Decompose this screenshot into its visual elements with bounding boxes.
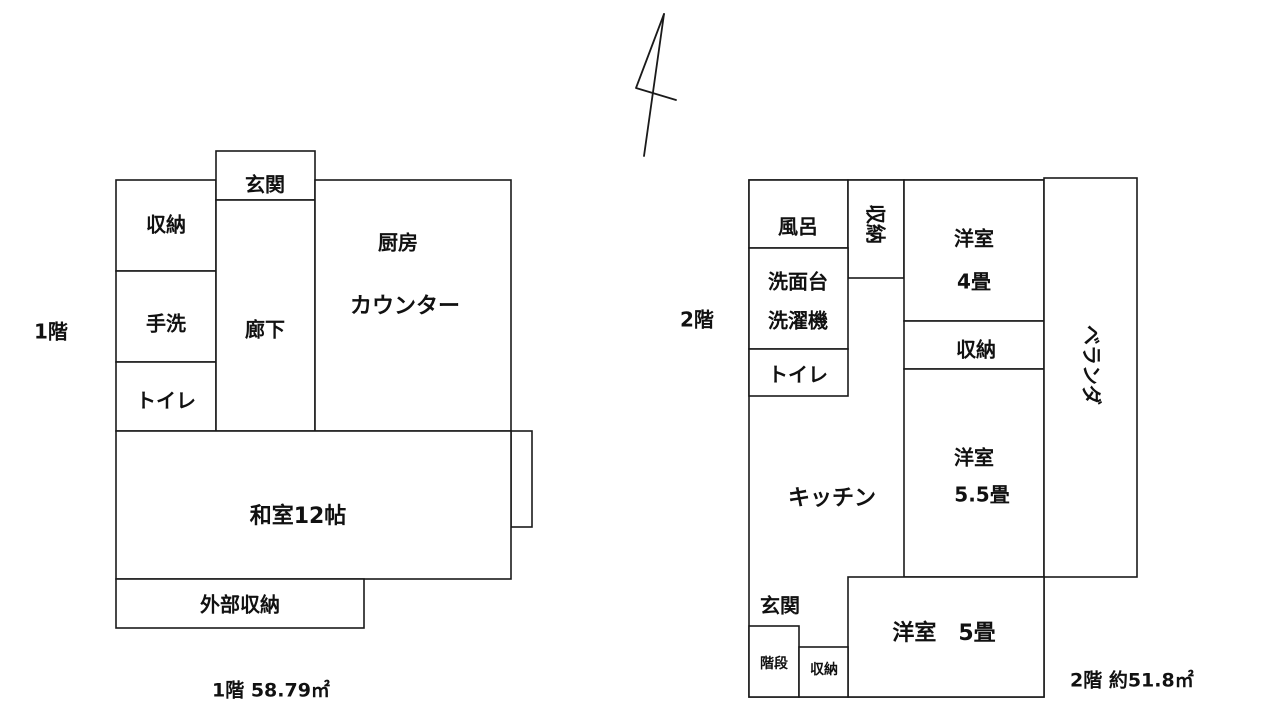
floor-2-label: 2階: [680, 308, 714, 332]
counter-label: カウンター: [350, 294, 460, 319]
floor-1-plan: 1階 収納 手洗 トイレ 玄関 廊下 厨房 カウンター 和室12帖 外部収納 1…: [34, 150, 533, 702]
room-western-5-label: 洋室 5畳: [892, 620, 995, 646]
room-bath-label: 風呂: [778, 215, 818, 239]
room-storage-middle: [903, 320, 1045, 370]
room-outdoor-storage-label: 外部収納: [200, 593, 280, 617]
alcove: [510, 430, 533, 528]
floor-1-area: 1階 58.79㎡: [212, 679, 330, 702]
room-kitchen-label: 厨房: [378, 231, 418, 255]
room-western-4-label-1: 洋室: [954, 227, 994, 251]
room-toilet-2f: [748, 348, 849, 397]
room-entrance-2f-label: 玄関: [760, 594, 800, 618]
room-outdoor-storage: [115, 578, 365, 629]
room-western-4: [903, 179, 1045, 322]
north-arrow-icon: [635, 13, 677, 157]
room-hallway-label: 廊下: [245, 318, 285, 342]
room-washroom-label-2: 洗濯機: [768, 309, 828, 333]
room-washroom-label-1: 洗面台: [768, 270, 828, 294]
room-hallway: [215, 199, 316, 432]
room-storage: [115, 179, 217, 272]
room-toilet-label: トイレ: [136, 389, 196, 413]
room-washbasin: [115, 270, 217, 363]
room-washbasin-label: 手洗: [146, 312, 186, 336]
room-stairs-label: 階段: [760, 655, 788, 672]
room-toilet-2f-label: トイレ: [768, 363, 828, 387]
room-western-5-5-label-2: 5.5畳: [954, 483, 1009, 507]
floor-2-plan: 2階 風呂 収納 洗面台 洗濯機 トイレ 洋室 4畳 収納 洋室 5.5畳 ベラ…: [680, 177, 1194, 698]
room-western-4-label-2: 4畳: [957, 270, 991, 294]
room-storage-vertical-label: 収納: [864, 204, 888, 244]
floor-2-area: 2階 約51.8㎡: [1070, 669, 1194, 692]
room-washroom: [748, 247, 849, 350]
room-toilet: [115, 361, 217, 432]
room-western-5: [847, 576, 1045, 698]
room-japanese-label: 和室12帖: [250, 503, 347, 529]
room-storage-label: 収納: [146, 213, 186, 237]
room-veranda: [1043, 177, 1138, 578]
room-western-5-5-label-1: 洋室: [954, 446, 994, 470]
room-entrance: [215, 150, 316, 201]
room-entrance-label: 玄関: [245, 173, 285, 197]
room-kitchen: [314, 179, 512, 432]
room-western-5-5: [903, 368, 1045, 578]
room-veranda-label: ベランダ: [1080, 325, 1104, 405]
room-japanese: [115, 430, 512, 580]
room-storage-vertical: [847, 179, 905, 279]
room-storage-bottom: [798, 646, 849, 698]
room-storage-middle-label: 収納: [956, 338, 996, 362]
room-kitchen-2f-label: キッチン: [788, 486, 876, 511]
floor-1-label: 1階: [34, 320, 68, 344]
room-storage-bottom-label: 収納: [810, 661, 838, 678]
